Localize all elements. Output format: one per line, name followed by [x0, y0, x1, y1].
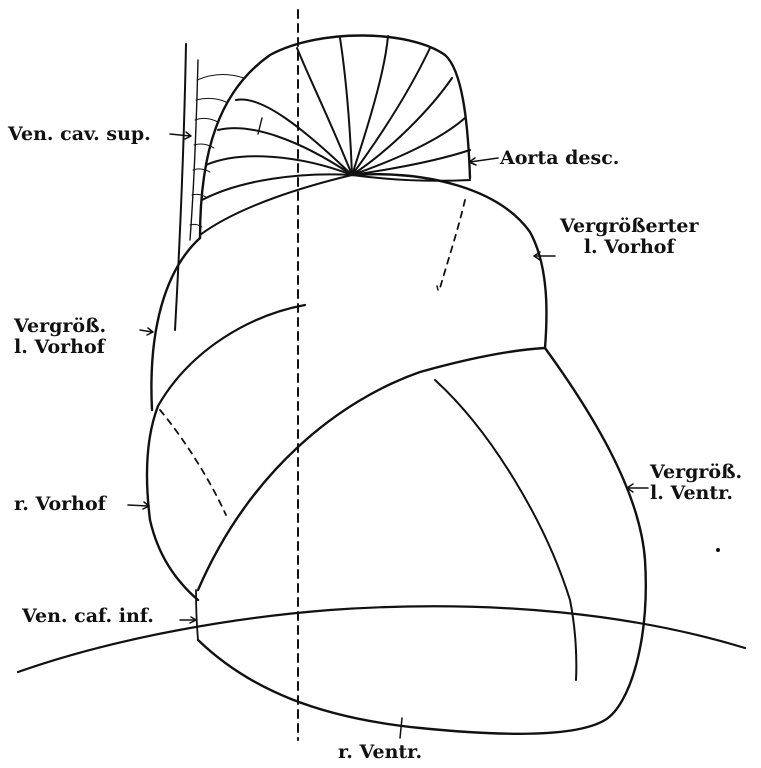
ventricle-upper-border	[198, 348, 545, 590]
vena-cava-hatch-6	[192, 194, 206, 197]
label-line: Vergröß.	[650, 462, 742, 483]
left-ventricle-outline	[198, 348, 646, 734]
label-line: Vergröß.	[14, 316, 106, 337]
left-atrium-tick	[437, 286, 438, 290]
label-line: l. Vorhof	[560, 237, 698, 258]
label-right-ventricle: r. Ventr.	[338, 742, 422, 763]
vena-cava-hatch-3	[195, 118, 218, 122]
interventricular-groove	[435, 380, 576, 680]
label-ven-cav-sup: Ven. cav. sup.	[8, 124, 151, 145]
label-enlarged-left-ventricle: Vergröß. l. Ventr.	[650, 462, 742, 504]
vena-cava-superior-inner	[190, 60, 198, 240]
right-atrium-dashed	[160, 410, 226, 515]
aortic-arch-stripes	[200, 36, 470, 235]
label-line: l. Vorhof	[14, 337, 106, 358]
atrioventricular-curve	[158, 305, 305, 406]
left-atrium-outline	[151, 174, 546, 410]
vena-cava-superior-outline	[175, 44, 186, 330]
vena-cava-hatch-5	[193, 169, 210, 172]
label-enlarged-left-atrium-left: Vergröß. l. Vorhof	[14, 316, 106, 358]
label-line: Vergrößerter	[560, 216, 698, 237]
label-right-atrium: r. Vorhof	[14, 494, 106, 515]
speck-dot	[716, 548, 720, 552]
label-line: l. Ventr.	[650, 483, 742, 504]
label-aorta-desc: Aorta desc.	[500, 148, 619, 169]
vena-cava-hatch-2	[196, 98, 226, 102]
label-ven-caf-inf: Ven. caf. inf.	[22, 606, 154, 627]
right-atrium-outline	[147, 406, 198, 600]
left-atrium-dashed-line	[440, 200, 465, 288]
vena-cava-hatch-1	[197, 74, 244, 80]
label-enlarged-left-atrium-right: Vergrößerter l. Vorhof	[560, 216, 698, 258]
